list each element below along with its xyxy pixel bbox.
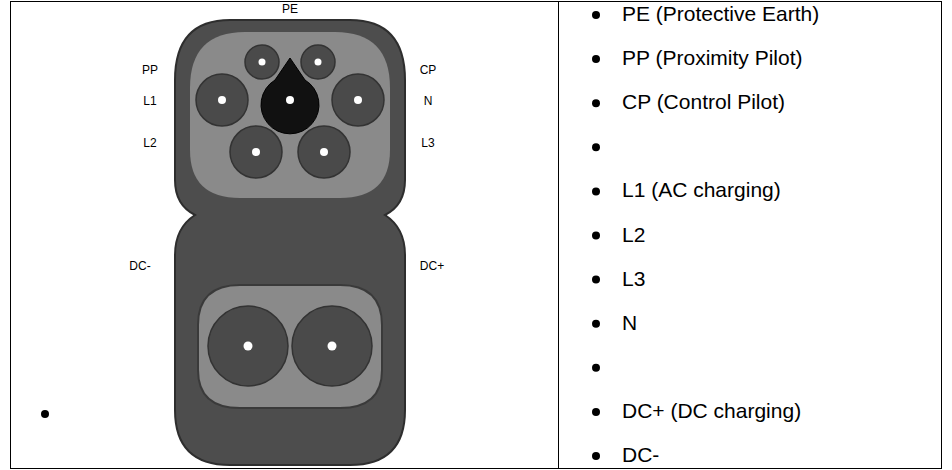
list-bullet <box>592 364 600 372</box>
list-item: CP (Control Pilot) <box>622 90 785 114</box>
cell-divider <box>558 2 559 469</box>
pin-label: PP <box>142 63 158 77</box>
list-item: DC+ (DC charging) <box>622 399 801 423</box>
pin-label: DC+ <box>420 259 444 273</box>
list-item: N <box>622 311 637 335</box>
list-bullet <box>592 11 600 19</box>
dc-contact <box>244 342 253 351</box>
list-item: L3 <box>622 267 645 291</box>
pin-label: DC- <box>129 259 150 273</box>
list-item: PP (Proximity Pilot) <box>622 46 802 70</box>
pin-sockets <box>196 45 384 178</box>
table-border <box>11 2 942 469</box>
pin-contacts <box>218 59 362 157</box>
dc-contact <box>328 342 337 351</box>
list-item: DC- <box>622 443 659 467</box>
pin-label: PE <box>282 2 298 16</box>
list-bullet <box>592 187 600 195</box>
list-bullet <box>592 143 600 151</box>
list-item: L2 <box>622 223 645 247</box>
list-bullet <box>592 276 600 284</box>
list-bullet <box>41 410 49 418</box>
list-bullet <box>592 55 600 63</box>
pin-label: L3 <box>421 136 434 150</box>
list-bullet <box>592 232 600 240</box>
dc-socket-face <box>198 285 382 408</box>
pin-label: L1 <box>143 94 156 108</box>
pin-label: N <box>424 94 433 108</box>
list-bullet <box>592 320 600 328</box>
ac-socket-face <box>190 32 390 198</box>
list-bullet <box>592 408 600 416</box>
list-item: PE (Protective Earth) <box>622 2 819 26</box>
list-bullet <box>592 452 600 460</box>
list-item: L1 (AC charging) <box>622 178 781 202</box>
connector-shell <box>175 20 405 465</box>
list-bullets <box>592 11 600 460</box>
pin-label: CP <box>420 63 437 77</box>
pe-pin <box>261 58 319 134</box>
dc-sockets <box>208 306 372 386</box>
pin-label: L2 <box>143 136 156 150</box>
list-bullet <box>592 99 600 107</box>
